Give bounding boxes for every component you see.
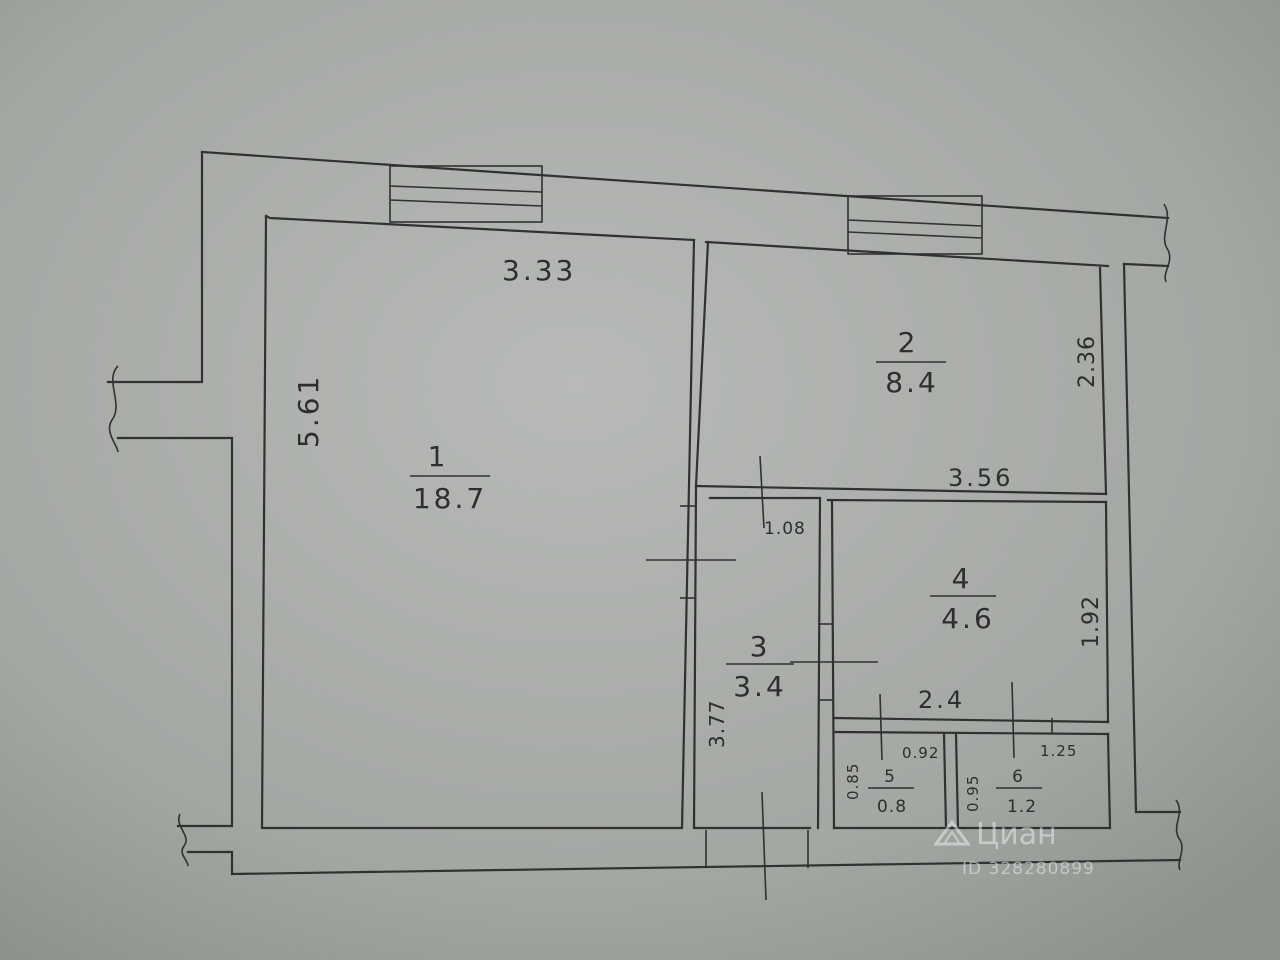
room-2-label: 2 8.4 (876, 326, 946, 399)
room-6-label: 6 1.2 (996, 767, 1042, 817)
room-4-label: 4 4.6 (930, 562, 996, 635)
dim-room4-length: 1.92 (1079, 595, 1104, 648)
watermark-brand: Циан (976, 817, 1057, 852)
room-6-number: 6 (1012, 767, 1024, 787)
watermark-id: ID 328280899 (962, 859, 1095, 879)
room-3-area: 3.4 (733, 670, 787, 703)
windows (389, 165, 983, 255)
room-5-number: 5 (884, 767, 896, 787)
room-4-number: 4 (952, 562, 973, 595)
dim-room5-depth: 0.85 (844, 763, 862, 800)
dim-room4-width: 2.4 (918, 686, 965, 714)
room-1-area: 18.7 (413, 482, 487, 515)
dim-room6-depth: 0.95 (964, 775, 982, 812)
dim-hall-length: 3.77 (705, 699, 729, 748)
dim-room6-width: 1.25 (1040, 742, 1077, 760)
dim-hall-width: 1.08 (764, 519, 806, 539)
dim-room1-length: 5.61 (292, 374, 325, 448)
room-5-label: 5 0.8 (868, 767, 914, 817)
room-6-area: 1.2 (1007, 797, 1037, 817)
room-3-label: 3 3.4 (726, 630, 794, 703)
dim-room2-width: 3.56 (948, 464, 1013, 492)
cian-logo-icon (933, 819, 971, 846)
room-5-area: 0.8 (877, 797, 907, 817)
room-2-number: 2 (898, 326, 919, 359)
door-marks (646, 455, 1053, 901)
dim-room5-width: 0.92 (902, 744, 939, 762)
room-3-number: 3 (750, 630, 771, 663)
room-2-area: 8.4 (885, 366, 939, 399)
dim-room1-width: 3.33 (502, 254, 576, 287)
room-1-number: 1 (428, 440, 449, 473)
room-4-area: 4.6 (941, 602, 995, 635)
dim-room2-depth: 2.36 (1075, 335, 1100, 388)
dimension-labels: 3.33 5.61 2.36 3.56 1.08 3.77 1.92 2.4 0… (292, 254, 1104, 812)
cian-watermark: Циан ID 328280899 (933, 817, 1095, 879)
room-1-label: 1 18.7 (410, 440, 490, 515)
